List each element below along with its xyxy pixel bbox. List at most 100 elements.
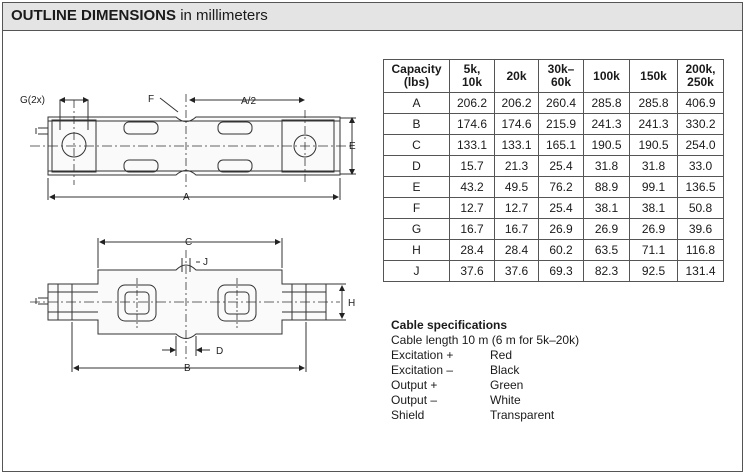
- wire-row: Output + Green: [391, 378, 579, 393]
- dimension-value-cell: 26.9: [538, 218, 584, 240]
- dimension-label-cell: F: [383, 197, 450, 219]
- wire-row: Excitation + Red: [391, 348, 579, 363]
- dimension-value-cell: 21.3: [494, 155, 539, 177]
- dimension-value-cell: 15.7: [449, 155, 495, 177]
- dimension-value-cell: 206.2: [494, 92, 539, 114]
- wire-signal: Excitation +: [391, 348, 454, 362]
- dimension-value-cell: 174.6: [494, 113, 539, 135]
- table-header-cell: 150k: [629, 59, 678, 93]
- dimension-value-cell: 88.9: [583, 176, 630, 198]
- table-header-cell: 5k, 10k: [449, 59, 495, 93]
- dim-label-h: H: [348, 298, 355, 309]
- dimension-label-cell: D: [383, 155, 450, 177]
- dimension-label-cell: B: [383, 113, 450, 135]
- dimension-label-cell: G: [383, 218, 450, 240]
- wire-row: Excitation – Black: [391, 363, 579, 378]
- dimension-value-cell: 39.6: [677, 218, 724, 240]
- dimension-value-cell: 38.1: [583, 197, 630, 219]
- dim-label-g: G(2x): [20, 95, 45, 106]
- dimension-value-cell: 33.0: [677, 155, 724, 177]
- outline-drawings: G(2x) F A/2 E A: [20, 94, 356, 374]
- dim-label-a-half: A/2: [241, 96, 256, 107]
- dimension-value-cell: 26.9: [583, 218, 630, 240]
- side-view-labels: C J H D B: [184, 237, 355, 374]
- dimension-value-cell: 116.8: [677, 239, 724, 261]
- table-header-cell: 200k, 250k: [677, 59, 724, 93]
- dimension-value-cell: 241.3: [583, 113, 630, 135]
- dimension-value-cell: 206.2: [449, 92, 495, 114]
- dim-label-a: A: [183, 192, 190, 203]
- dimension-value-cell: 37.6: [494, 260, 539, 282]
- dim-label-c: C: [185, 237, 192, 248]
- dimension-value-cell: 28.4: [449, 239, 495, 261]
- outline-dimensions-panel: OUTLINE DIMENSIONS in millimeters: [2, 2, 743, 472]
- dimension-value-cell: 71.1: [629, 239, 678, 261]
- dimension-value-cell: 76.2: [538, 176, 584, 198]
- dimension-value-cell: 31.8: [629, 155, 678, 177]
- panel-title-bold: OUTLINE DIMENSIONS: [11, 7, 177, 24]
- dimension-value-cell: 406.9: [677, 92, 724, 114]
- dimension-label-cell: A: [383, 92, 450, 114]
- cable-length: Cable length 10 m (6 m for 5k–20k): [391, 333, 580, 347]
- dimension-value-cell: 49.5: [494, 176, 539, 198]
- panel-title: OUTLINE DIMENSIONS in millimeters: [11, 7, 268, 24]
- dim-label-f: F: [148, 94, 154, 105]
- dimension-value-cell: 330.2: [677, 113, 724, 135]
- dimension-value-cell: 190.5: [629, 134, 678, 156]
- panel-title-units: in millimeters: [180, 7, 268, 24]
- dimension-value-cell: 133.1: [449, 134, 495, 156]
- cable-spec-title: Cable specifications: [391, 318, 508, 332]
- dimension-label-cell: C: [383, 134, 450, 156]
- wire-signal: Output +: [391, 378, 438, 392]
- table-header-cell: 20k: [494, 59, 539, 93]
- wire-color: Black: [490, 363, 520, 377]
- dimension-value-cell: 60.2: [538, 239, 584, 261]
- dimension-label-cell: E: [383, 176, 450, 198]
- wire-row: Shield Transparent: [391, 408, 579, 423]
- wire-color: Red: [490, 348, 513, 362]
- dimension-value-cell: 12.7: [449, 197, 495, 219]
- wire-signal: Excitation –: [391, 363, 454, 377]
- dimension-value-cell: 25.4: [538, 197, 584, 219]
- dim-label-j: J: [203, 257, 208, 268]
- dimension-value-cell: 241.3: [629, 113, 678, 135]
- table-header-cell: Capacity (lbs): [383, 59, 450, 93]
- dimension-value-cell: 63.5: [583, 239, 630, 261]
- dimension-value-cell: 82.3: [583, 260, 630, 282]
- wire-signal: Shield: [391, 408, 425, 422]
- dimension-value-cell: 215.9: [538, 113, 584, 135]
- dimension-value-cell: 50.8: [677, 197, 724, 219]
- wire-color: Green: [490, 378, 524, 392]
- dimension-value-cell: 38.1: [629, 197, 678, 219]
- dim-label-d: D: [216, 346, 223, 357]
- dimension-value-cell: 16.7: [449, 218, 495, 240]
- dimension-value-cell: 16.7: [494, 218, 539, 240]
- dimension-value-cell: 69.3: [538, 260, 584, 282]
- dimension-value-cell: 136.5: [677, 176, 724, 198]
- dim-label-e: E: [349, 141, 356, 152]
- wire-row: Output –White: [391, 393, 579, 408]
- dimension-value-cell: 133.1: [494, 134, 539, 156]
- top-view-labels: G(2x) F A/2 E A: [20, 94, 356, 203]
- dimension-value-cell: 25.4: [538, 155, 584, 177]
- dimension-value-cell: 99.1: [629, 176, 678, 198]
- dimension-value-cell: 190.5: [583, 134, 630, 156]
- dimension-value-cell: 285.8: [583, 92, 630, 114]
- dimension-value-cell: 165.1: [538, 134, 584, 156]
- dimension-value-cell: 254.0: [677, 134, 724, 156]
- wire-color: Transparent: [490, 408, 555, 422]
- table-header-cell: 100k: [583, 59, 630, 93]
- dimension-value-cell: 37.6: [449, 260, 495, 282]
- dimension-value-cell: 31.8: [583, 155, 630, 177]
